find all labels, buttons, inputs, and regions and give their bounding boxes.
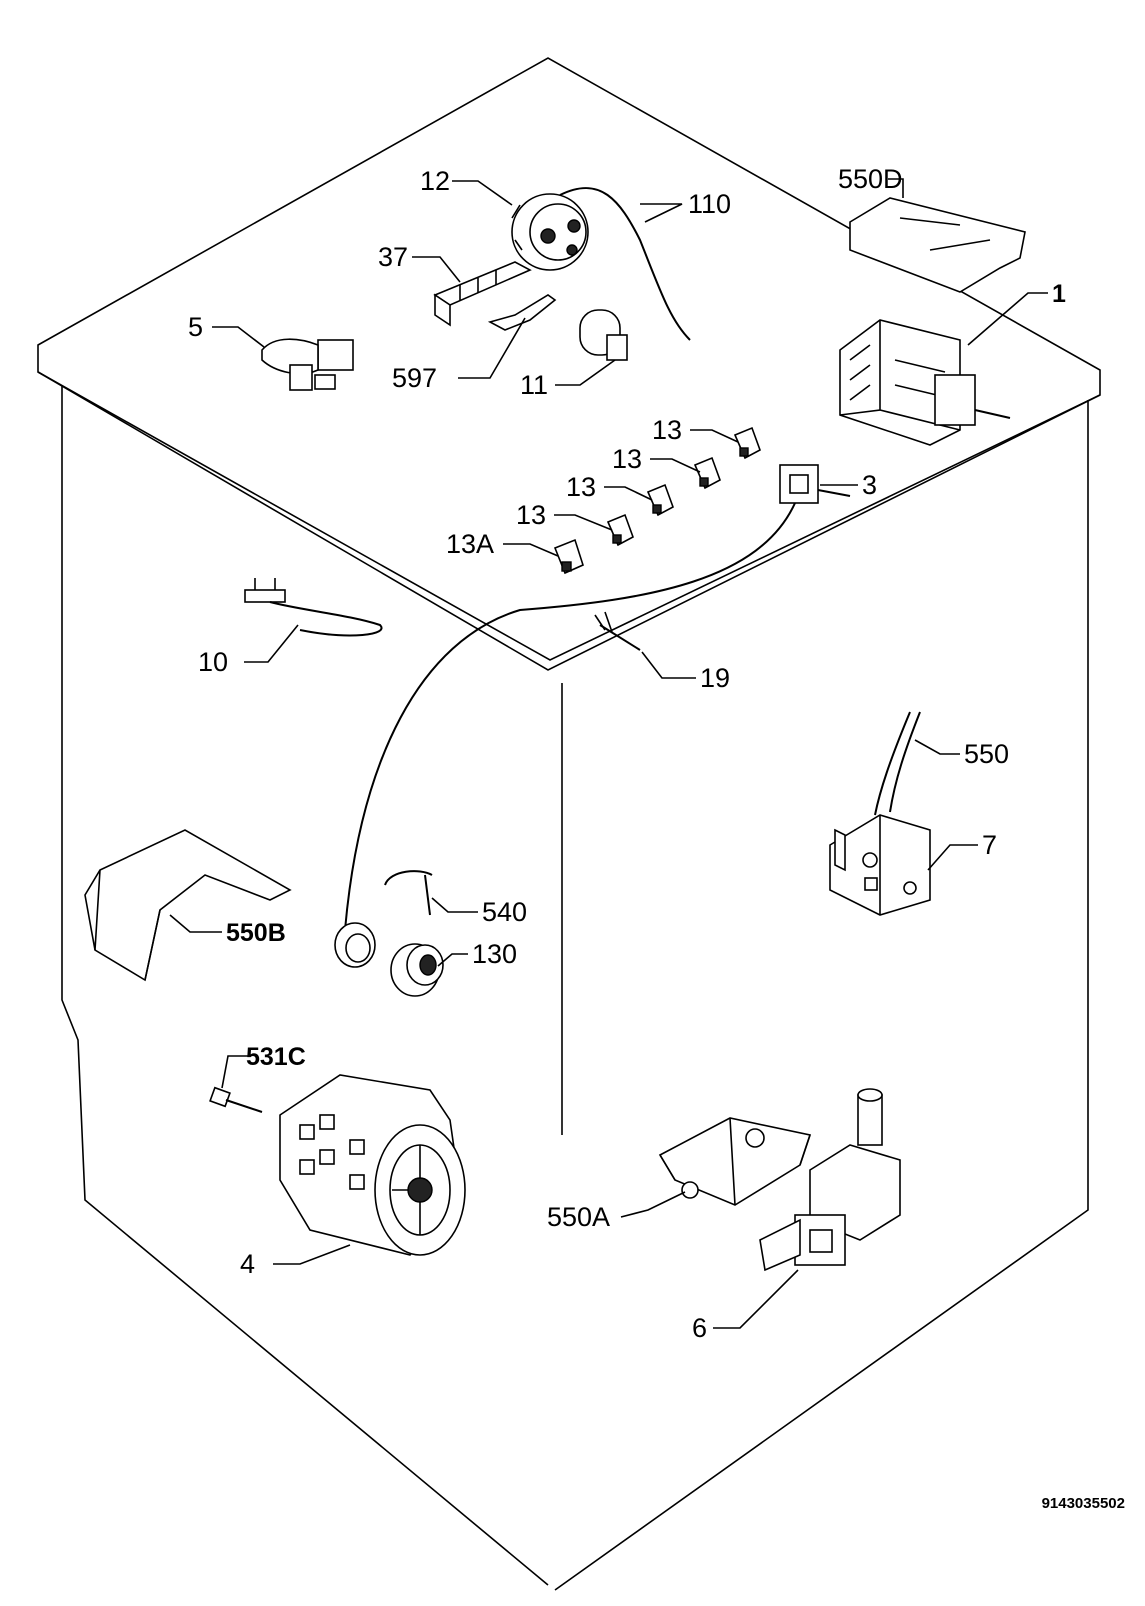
solenoid-valve-5 (261, 338, 354, 391)
label-13-4: 13 (516, 500, 546, 530)
label-531C: 531C (246, 1043, 306, 1071)
label-19: 19 (700, 663, 730, 693)
connector-13-4 (606, 513, 634, 547)
pressure-switch-12 (511, 193, 589, 271)
cable-end-cap (334, 922, 376, 968)
label-550: 550 (964, 739, 1009, 769)
connector-13-3 (646, 483, 674, 517)
cover-plate-550D (849, 197, 1026, 293)
cover-block-550A (658, 1117, 812, 1206)
label-13-1: 13 (652, 415, 682, 445)
label-550D: 550D (838, 164, 903, 194)
label-597: 597 (392, 363, 437, 393)
programme-timer-1 (839, 319, 1011, 446)
connector-13A (553, 538, 584, 575)
label-5: 5 (188, 312, 203, 342)
label-10: 10 (198, 647, 228, 677)
cover-550B (84, 829, 292, 982)
label-11: 11 (520, 370, 548, 400)
label-550A: 550A (547, 1202, 610, 1232)
cabinet-outline (37, 57, 1101, 1591)
drain-pump-6 (759, 1088, 901, 1272)
clip-597 (487, 294, 557, 331)
label-540: 540 (482, 897, 527, 927)
label-3: 3 (862, 470, 877, 500)
capacitor-11 (579, 309, 628, 361)
label-110: 110 (688, 189, 731, 219)
label-4: 4 (240, 1249, 255, 1279)
switch-3 (344, 464, 851, 931)
label-6: 6 (692, 1313, 707, 1343)
label-12: 12 (420, 166, 450, 196)
connector-13-2 (693, 456, 721, 490)
hose-110 (559, 186, 691, 341)
callout-labels: 12 110 550D 37 1 5 597 11 13 13 13 13 3 … (188, 164, 1066, 1343)
label-37: 37 (378, 242, 408, 272)
bolt-531C (209, 1086, 263, 1113)
label-13-3: 13 (566, 472, 596, 502)
terminal-block-37 (433, 261, 532, 327)
label-13A: 13A (446, 529, 494, 559)
label-7: 7 (982, 830, 997, 860)
label-550B: 550B (226, 919, 286, 947)
motor-4 (279, 1074, 466, 1256)
bellows-130 (390, 943, 444, 997)
connector-13-1 (733, 426, 761, 460)
wire-550 (874, 711, 921, 816)
document-id: 9143035502 (1042, 1495, 1125, 1512)
sensor-19 (594, 611, 641, 651)
label-13-2: 13 (612, 444, 642, 474)
label-1: 1 (1052, 280, 1066, 308)
door-lock-7 (829, 814, 931, 916)
spring-540 (384, 870, 433, 916)
label-130: 130 (472, 939, 517, 969)
heating-element-10 (244, 578, 383, 637)
leader-lines (169, 178, 1048, 1329)
